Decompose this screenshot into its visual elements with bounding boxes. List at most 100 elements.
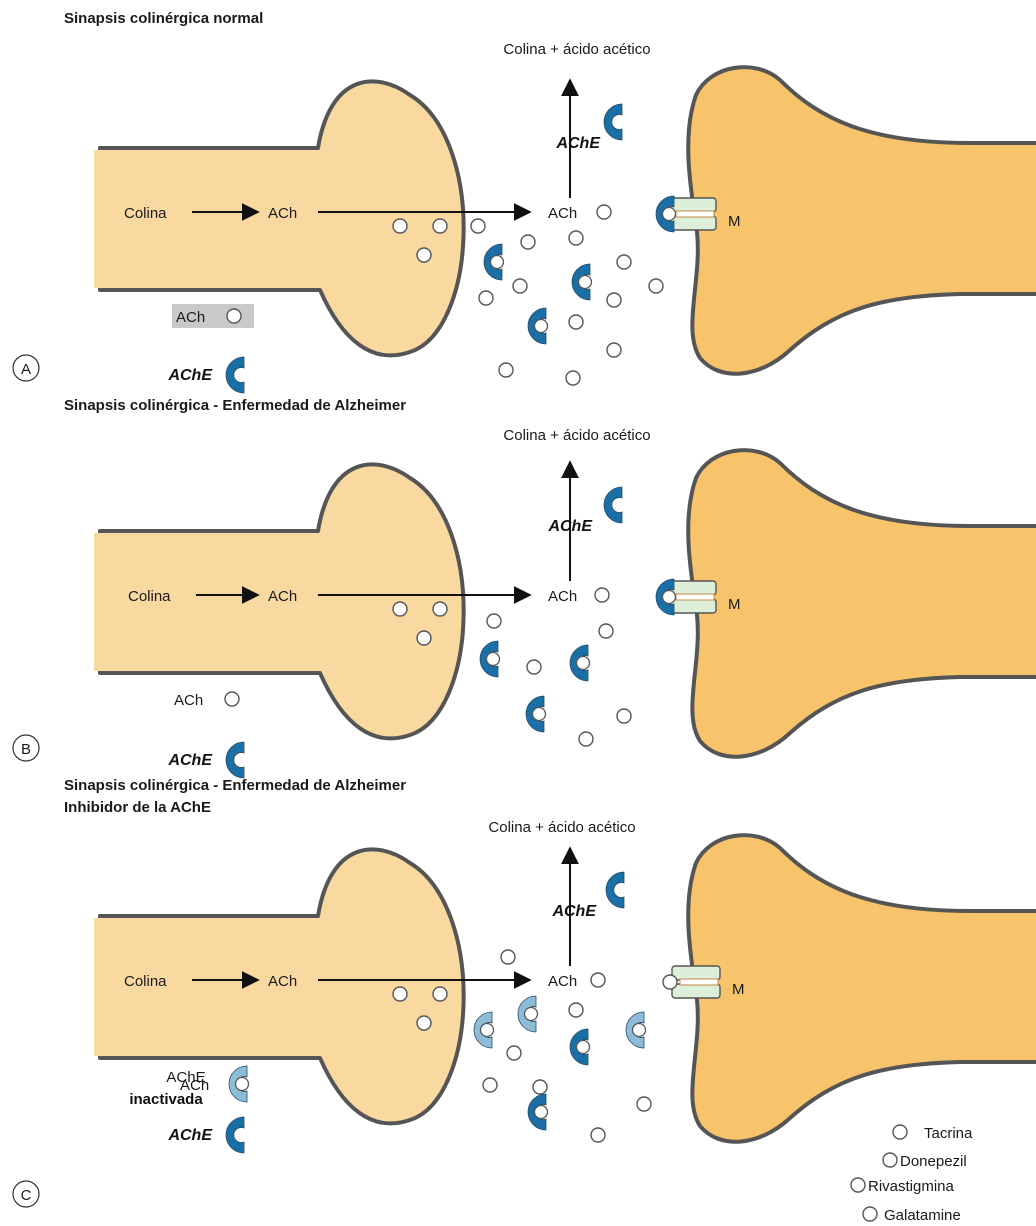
- bound-molecule: [577, 657, 590, 670]
- ache-enzyme: [480, 641, 500, 677]
- receptor-channel: [676, 211, 714, 217]
- inhibitor-label: Rivastigmina: [868, 1178, 955, 1195]
- ach-label: ACh: [268, 588, 297, 605]
- receptor-bottom: [672, 984, 720, 998]
- bound-molecule: [491, 256, 504, 269]
- ache-enzyme: [474, 1012, 494, 1048]
- free-ach-molecule: [569, 315, 583, 329]
- legend-ach-molecule: [225, 692, 239, 706]
- receptor-bottom: [668, 599, 716, 613]
- bound-molecule: [663, 591, 676, 604]
- inhibitor-molecule: [893, 1125, 907, 1139]
- inhibitor-label: Donepezil: [900, 1153, 967, 1170]
- bound-molecule: [535, 1106, 548, 1119]
- bound-molecule: [633, 1024, 646, 1037]
- free-ach-molecule: [617, 709, 631, 723]
- panel-title: Sinapsis colinérgica - Enfermedad de Alz…: [64, 397, 406, 414]
- free-ach-molecule: [599, 624, 613, 638]
- receptor-label: M: [728, 213, 741, 230]
- ach-label: ACh: [268, 973, 297, 990]
- inhibitor-molecule: [883, 1153, 897, 1167]
- free-ach-molecule: [569, 231, 583, 245]
- legend-ach-label: ACh: [176, 309, 205, 326]
- ache-enzyme: [604, 104, 622, 140]
- bound-molecule: [533, 708, 546, 721]
- inhibitor-label: Galatamine: [884, 1207, 961, 1224]
- products-label: Colina + ácido acético: [488, 819, 635, 836]
- ache-enzyme: [656, 579, 676, 615]
- free-ach-molecule: [607, 343, 621, 357]
- ache-label: AChE: [551, 903, 597, 920]
- ache-enzyme: [229, 1066, 249, 1102]
- vesicle-molecule: [417, 631, 431, 645]
- free-ach-molecule: [533, 1080, 547, 1094]
- ache-enzyme: [656, 196, 676, 232]
- ache-enzyme: [526, 696, 546, 732]
- free-ach-molecule: [566, 371, 580, 385]
- vesicle-molecule: [417, 248, 431, 262]
- receptor-bottom: [668, 216, 716, 230]
- receptor-top: [672, 966, 720, 980]
- choline-label: Colina: [124, 973, 167, 990]
- ache-enzyme: [626, 1012, 646, 1048]
- vesicle-molecule: [393, 987, 407, 1001]
- bound-molecule: [481, 1024, 494, 1037]
- free-ach-molecule: [513, 279, 527, 293]
- ache-enzyme: [606, 872, 624, 908]
- legend-ach-molecule: [227, 309, 241, 323]
- panel-letter: A: [21, 361, 31, 378]
- vesicle-molecule: [433, 602, 447, 616]
- receptor-bound-molecule: [663, 975, 677, 989]
- receptor-top: [668, 581, 716, 595]
- inhibitor-label: Tacrina: [924, 1125, 973, 1142]
- choline-label: Colina: [124, 205, 167, 222]
- free-ach-molecule: [507, 1046, 521, 1060]
- free-ach-molecule: [617, 255, 631, 269]
- free-ach-molecule: [591, 1128, 605, 1142]
- ache-shape: [226, 1117, 244, 1153]
- products-label: Colina + ácido acético: [503, 41, 650, 58]
- ache-enzyme: [570, 1029, 590, 1065]
- legend-ach-label: ACh: [174, 692, 203, 709]
- free-ach-molecule: [521, 235, 535, 249]
- legend-ache-label: AChE: [167, 1127, 213, 1144]
- ache-label: AChE: [547, 518, 593, 535]
- vesicle-molecule: [393, 602, 407, 616]
- ache-enzyme: [572, 264, 592, 300]
- free-ach-molecule: [479, 291, 493, 305]
- panel-letter: B: [21, 741, 31, 758]
- free-ach-molecule: [649, 279, 663, 293]
- post-cut: [1030, 528, 1036, 675]
- receptor-channel: [680, 979, 718, 985]
- ache-shape: [604, 104, 622, 140]
- ache-enzyme: [570, 645, 590, 681]
- ach-label: ACh: [268, 205, 297, 222]
- ache-shape: [604, 487, 622, 523]
- receptor-top: [668, 198, 716, 212]
- inhibitor-molecule: [863, 1207, 877, 1221]
- legend-ache-label: AChE: [167, 752, 213, 769]
- free-ach-molecule: [569, 1003, 583, 1017]
- ache-shape: [226, 357, 244, 393]
- ache-shape: [226, 742, 244, 778]
- legend-inactive-line1: AChE: [166, 1069, 205, 1086]
- panel-title: Sinapsis colinérgica normal: [64, 10, 263, 27]
- axon-cut: [94, 533, 104, 671]
- ach-cleft-molecule: [597, 205, 611, 219]
- ache-enzyme: [528, 1094, 548, 1130]
- free-ach-molecule: [527, 660, 541, 674]
- ache-label: AChE: [555, 135, 601, 152]
- ache-enzyme: [528, 308, 548, 344]
- free-ach-molecule: [607, 293, 621, 307]
- free-ach-molecule: [471, 219, 485, 233]
- bound-molecule: [579, 276, 592, 289]
- ach-cleft-label: ACh: [548, 588, 577, 605]
- vesicle-molecule: [393, 219, 407, 233]
- products-label: Colina + ácido acético: [503, 427, 650, 444]
- receptor-channel: [676, 594, 714, 600]
- axon-cut: [94, 918, 104, 1056]
- free-ach-molecule: [579, 732, 593, 746]
